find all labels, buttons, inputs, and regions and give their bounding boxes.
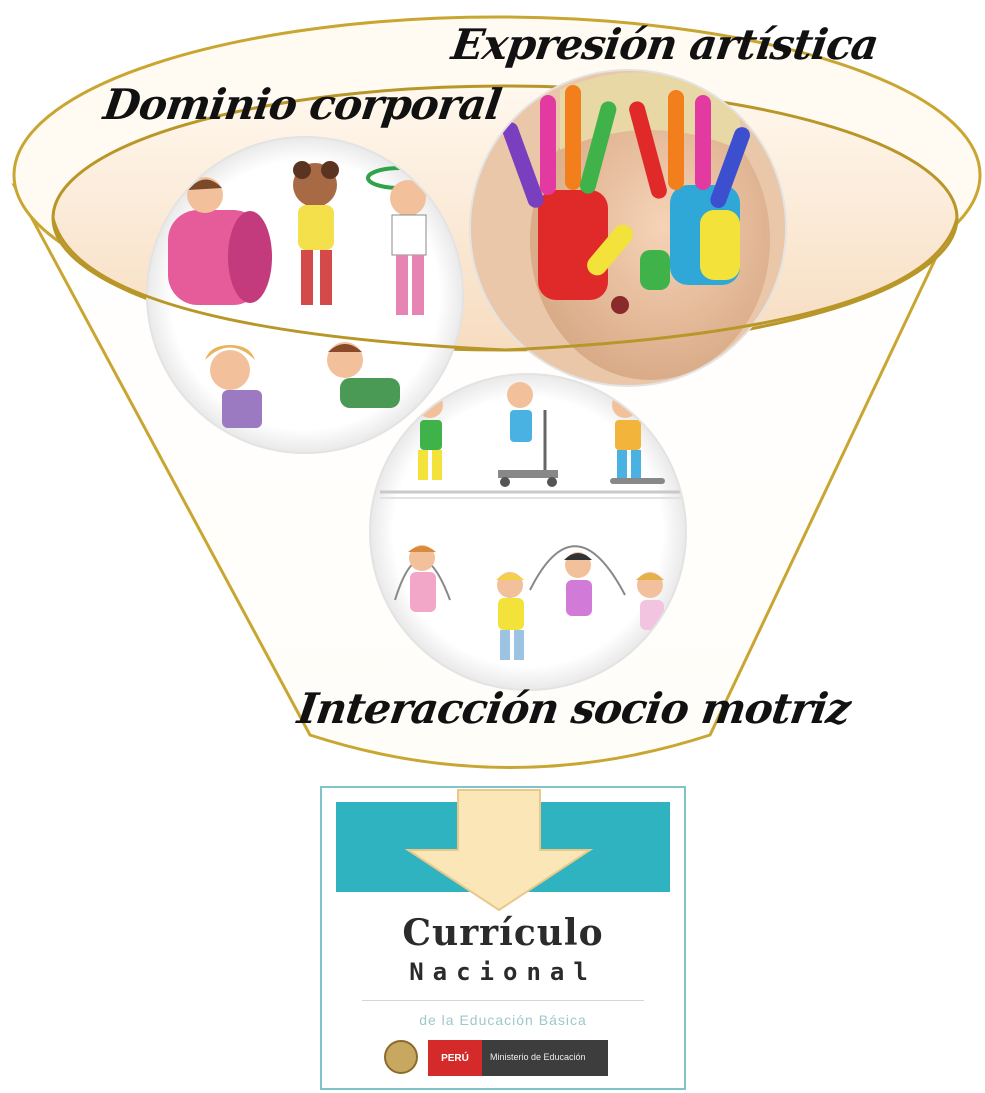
cover-divider: [362, 1000, 644, 1001]
cover-band: [336, 802, 670, 892]
ministry-badge: Ministerio de Educación: [482, 1040, 608, 1076]
cover-title: Currículo: [402, 912, 604, 954]
artistic-expression-image: [470, 70, 786, 386]
funnel-rim-front: [51, 217, 959, 352]
cover-education-line: de la Educación Básica: [419, 1012, 587, 1028]
coat-of-arms-icon: [384, 1040, 418, 1074]
artistic-expression-label: Expresión artística: [448, 20, 881, 69]
body-domain-image: [147, 137, 463, 453]
curriculum-cover: Currículo Nacional de la Educación Básic…: [320, 786, 686, 1090]
peru-badge: PERÚ: [428, 1040, 482, 1076]
social-interaction-label: Interacción socio motriz: [294, 684, 853, 733]
cover-subtitle: Nacional: [409, 958, 597, 986]
body-domain-label: Dominio corporal: [100, 80, 504, 129]
